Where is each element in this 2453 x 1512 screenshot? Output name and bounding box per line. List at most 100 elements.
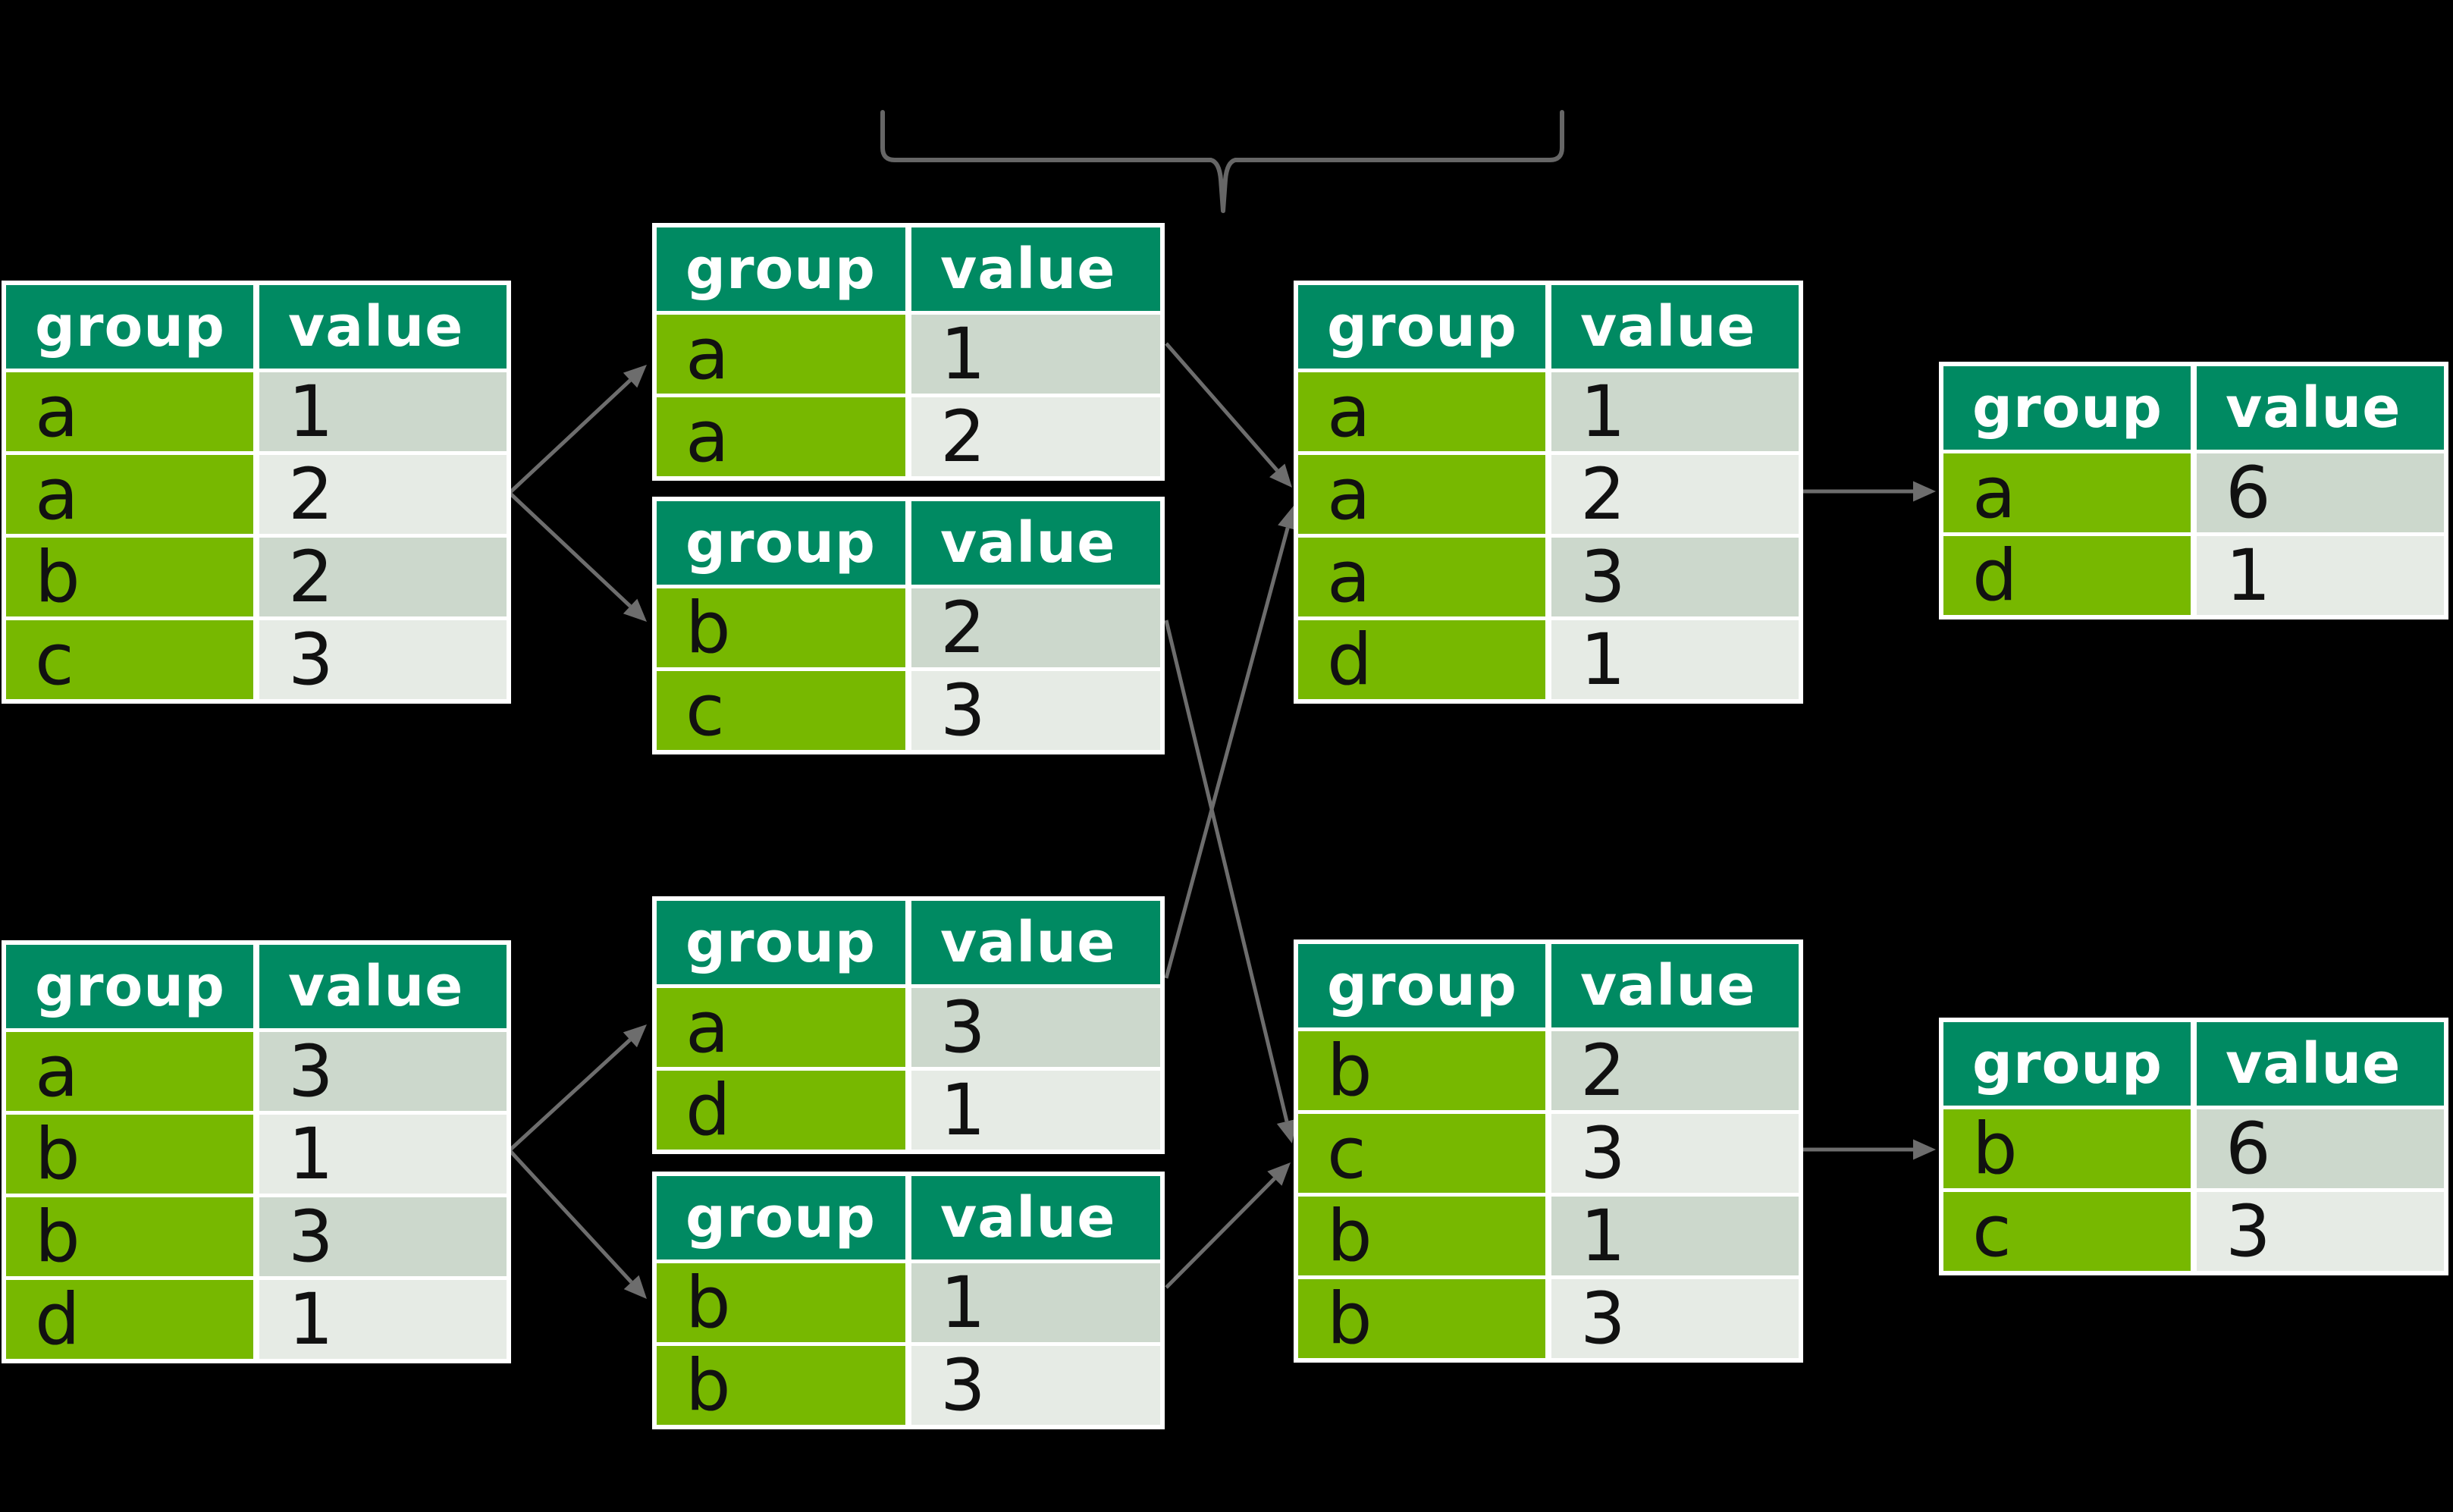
group-cell: d bbox=[1298, 620, 1545, 699]
connector-arrow-line bbox=[1164, 527, 1290, 979]
connector-arrowhead-icon bbox=[623, 365, 647, 388]
connector-arrow-line bbox=[508, 1149, 633, 1284]
value-cell: 3 bbox=[259, 1197, 507, 1276]
value-cell: 3 bbox=[1551, 1279, 1799, 1358]
column-header-group: group bbox=[6, 285, 253, 369]
value-cell: 1 bbox=[259, 1115, 507, 1194]
group-cell: c bbox=[657, 671, 905, 750]
group-cell: a bbox=[6, 455, 253, 534]
value-cell: 1 bbox=[911, 1071, 1160, 1150]
value-cell: 2 bbox=[1551, 1031, 1799, 1110]
column-header-group: group bbox=[1943, 1022, 2191, 1106]
group-cell: b bbox=[1298, 1031, 1545, 1110]
column-header-value: value bbox=[911, 501, 1160, 585]
underbrace-icon bbox=[880, 110, 1564, 213]
column-header-group: group bbox=[1298, 944, 1545, 1027]
group-cell: a bbox=[657, 397, 905, 476]
value-cell: 1 bbox=[259, 1280, 507, 1359]
column-header-value: value bbox=[2197, 1022, 2444, 1106]
value-cell: 1 bbox=[911, 1263, 1160, 1342]
column-header-group: group bbox=[657, 901, 905, 984]
column-header-group: group bbox=[1943, 366, 2191, 450]
connector-arrow-line bbox=[1165, 1177, 1276, 1289]
column-header-value: value bbox=[259, 945, 507, 1028]
group-cell: b bbox=[6, 1115, 253, 1194]
value-cell: 3 bbox=[259, 620, 507, 699]
value-cell: 1 bbox=[911, 315, 1160, 394]
group-cell: d bbox=[6, 1280, 253, 1359]
column-header-value: value bbox=[911, 227, 1160, 311]
group-cell: b bbox=[1943, 1109, 2191, 1188]
value-cell: 2 bbox=[1551, 455, 1799, 534]
column-header-value: value bbox=[911, 901, 1160, 984]
column-header-value: value bbox=[1551, 944, 1799, 1027]
group-cell: d bbox=[1943, 536, 2191, 615]
group-cell: a bbox=[1943, 453, 2191, 532]
column-header-group: group bbox=[657, 227, 905, 311]
connector-arrow-line bbox=[1164, 620, 1289, 1122]
column-header-group: group bbox=[6, 945, 253, 1028]
connector-arrowhead-icon bbox=[1913, 481, 1936, 502]
connector-arrowhead-icon bbox=[1269, 463, 1292, 488]
value-cell: 2 bbox=[911, 397, 1160, 476]
value-cell: 3 bbox=[2197, 1192, 2444, 1271]
connector-arrowhead-icon bbox=[623, 1275, 647, 1299]
value-cell: 1 bbox=[2197, 536, 2444, 615]
group-cell: a bbox=[6, 372, 253, 451]
value-cell: 1 bbox=[1551, 1197, 1799, 1275]
group-cell: b bbox=[657, 588, 905, 667]
group-cell: c bbox=[1298, 1114, 1545, 1193]
connector-arrowhead-icon bbox=[1276, 1118, 1297, 1143]
value-cell: 2 bbox=[911, 588, 1160, 667]
connector-arrow-line bbox=[1165, 342, 1279, 472]
column-header-value: value bbox=[2197, 366, 2444, 450]
value-cell: 3 bbox=[911, 988, 1160, 1067]
group-cell: a bbox=[6, 1032, 253, 1111]
group-cell: a bbox=[1298, 372, 1545, 451]
group-cell: c bbox=[6, 620, 253, 699]
group-cell: a bbox=[657, 315, 905, 394]
group-cell: a bbox=[1298, 455, 1545, 534]
connector-arrowhead-icon bbox=[623, 598, 647, 622]
column-header-value: value bbox=[259, 285, 507, 369]
group-cell: b bbox=[6, 1197, 253, 1276]
connector-arrowhead-icon bbox=[1913, 1139, 1936, 1160]
value-cell: 2 bbox=[259, 455, 507, 534]
value-cell: 2 bbox=[259, 538, 507, 616]
